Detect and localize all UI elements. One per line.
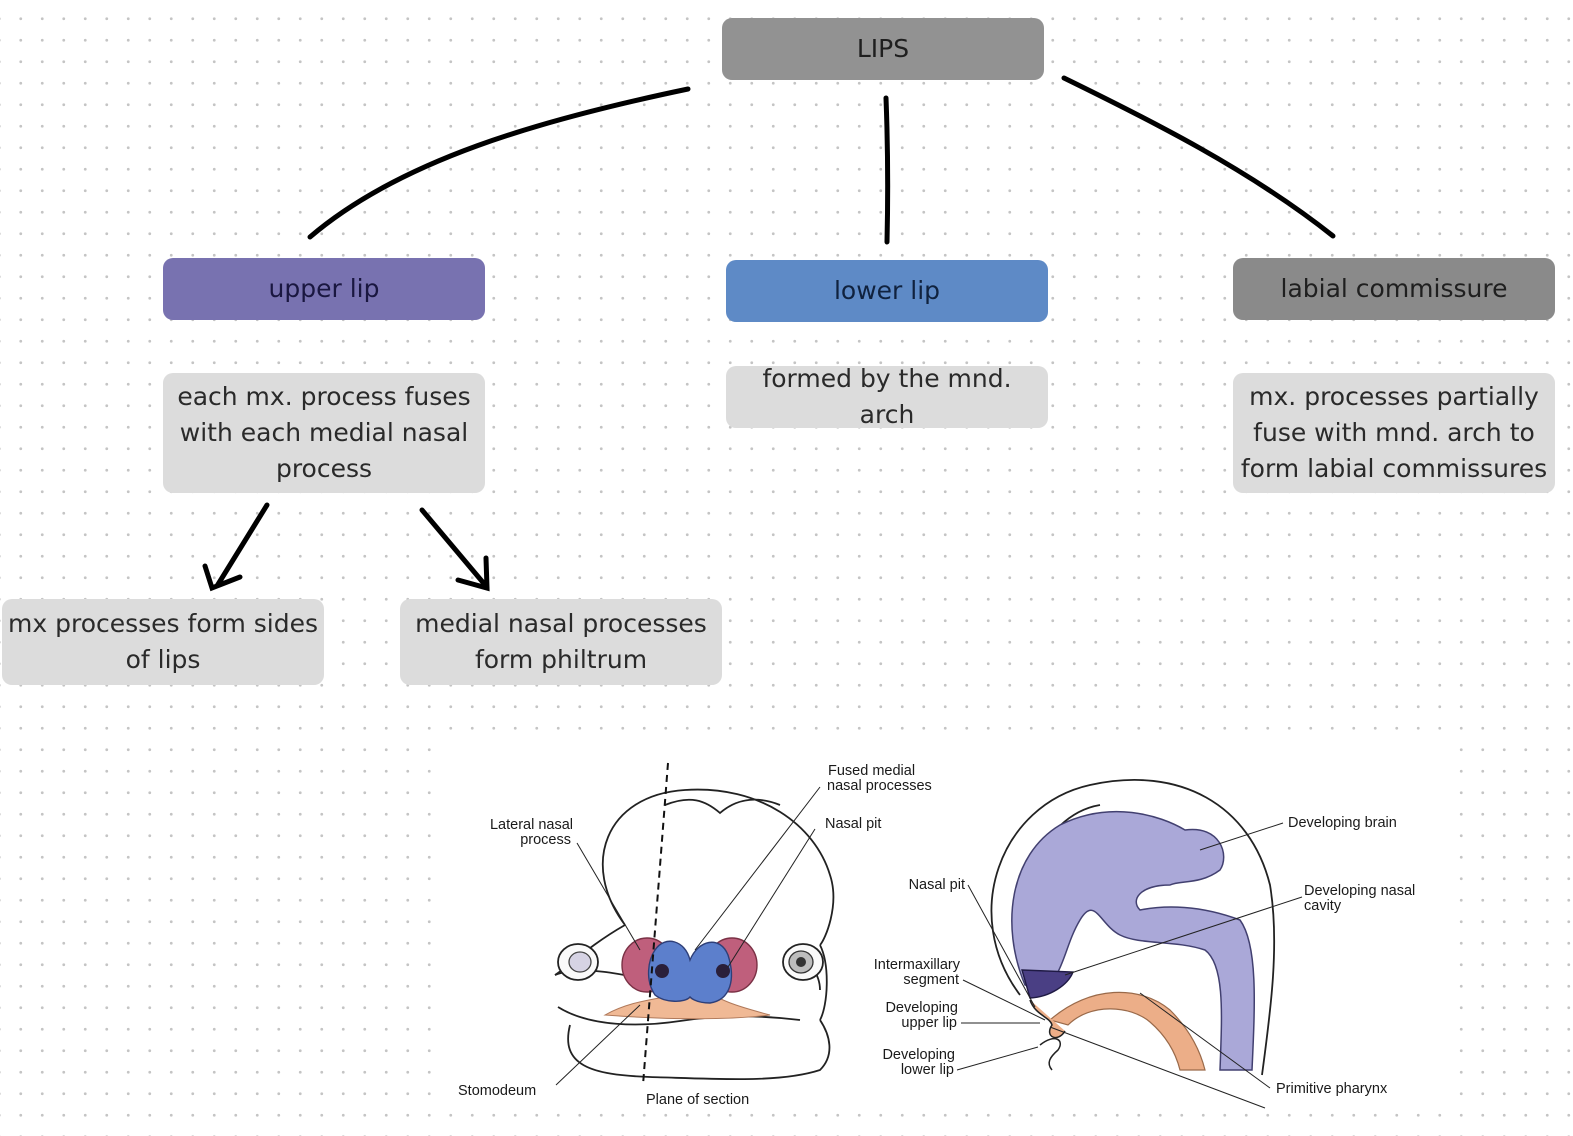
connector-root-labial-commissure bbox=[1061, 75, 1336, 239]
developing-brain bbox=[1011, 810, 1256, 1071]
label-developing-upper-lip: Developing bbox=[885, 1000, 958, 1016]
connector-root-lower-lip bbox=[883, 95, 891, 245]
nasal-pit-right bbox=[716, 964, 730, 978]
result-philtrum-text: medial nasal processes form philtrum bbox=[415, 609, 707, 674]
label-developing-lower-lip: Developing bbox=[882, 1047, 955, 1063]
note-lower-lip-text: formed by the mnd. arch bbox=[762, 364, 1012, 429]
root-label: LIPS bbox=[856, 34, 910, 63]
arrow-to-philtrum bbox=[419, 507, 490, 592]
developing-nasal-cavity bbox=[1021, 969, 1075, 999]
connector-root-upper-lip bbox=[307, 86, 691, 240]
label-nasal-pit-front: Nasal pit bbox=[825, 816, 881, 832]
label-plane-of-section: Plane of section bbox=[646, 1092, 749, 1108]
plane-of-section-line bbox=[642, 762, 669, 1086]
maxillary-region bbox=[603, 984, 771, 1020]
result-sides-of-lips: mx processes form sides of lips bbox=[2, 599, 324, 685]
label-fused-medial-2: nasal processes bbox=[827, 778, 932, 794]
label-developing-upper-lip-2: upper lip bbox=[901, 1015, 957, 1031]
label-intermaxillary-segment: Intermaxillary bbox=[874, 957, 961, 973]
fused-medial-nasal-processes bbox=[647, 940, 733, 1004]
branch-upper-lip-title: upper lip bbox=[268, 274, 380, 303]
branch-labial-commissure: labial commissure bbox=[1233, 258, 1555, 320]
note-upper-lip-text: each mx. process fuses with each medial … bbox=[177, 382, 471, 483]
nasal-pit-left bbox=[655, 964, 669, 978]
branch-lower-lip-title: lower lip bbox=[833, 276, 941, 305]
result-sides-of-lips-text: mx processes form sides of lips bbox=[8, 609, 318, 674]
note-lower-lip: formed by the mnd. arch bbox=[726, 364, 1048, 429]
connector-layer bbox=[202, 75, 1336, 592]
frontal-view-drawing bbox=[554, 788, 835, 1081]
primitive-pharynx bbox=[1048, 991, 1206, 1071]
note-labial-commissure-text: mx. processes partially fuse with mnd. a… bbox=[1240, 382, 1548, 483]
label-lateral-nasal-process: Lateral nasal bbox=[490, 817, 573, 833]
upper-lip-profile bbox=[1029, 999, 1066, 1039]
label-stomodeum: Stomodeum bbox=[458, 1083, 536, 1099]
note-labial-commissure: mx. processes partially fuse with mnd. a… bbox=[1233, 373, 1555, 493]
result-philtrum: medial nasal processes form philtrum bbox=[400, 599, 722, 685]
label-developing-lower-lip-2: lower lip bbox=[901, 1062, 954, 1078]
label-primitive-pharynx: Primitive pharynx bbox=[1276, 1081, 1388, 1097]
label-fused-medial: Fused medial bbox=[828, 763, 915, 779]
lower-lip-profile bbox=[1039, 1037, 1061, 1071]
branch-labial-commissure-title: labial commissure bbox=[1280, 274, 1508, 303]
sagittal-leader-lines bbox=[956, 822, 1303, 1109]
embryology-figure: Lateral nasal process Fused medial nasal… bbox=[440, 745, 1455, 1110]
branch-upper-lip: upper lip bbox=[163, 258, 485, 320]
label-lateral-nasal-process-2: process bbox=[520, 832, 571, 848]
embryology-illustration: Lateral nasal process Fused medial nasal… bbox=[458, 762, 1415, 1109]
eye-left bbox=[557, 943, 599, 981]
branch-lower-lip: lower lip bbox=[726, 260, 1048, 322]
note-upper-lip: each mx. process fuses with each medial … bbox=[163, 373, 485, 493]
root-node-lips: LIPS bbox=[722, 18, 1044, 80]
label-developing-nasal-cavity-2: cavity bbox=[1304, 898, 1342, 914]
frontal-leader-lines bbox=[555, 786, 821, 1086]
label-developing-nasal-cavity: Developing nasal bbox=[1304, 883, 1415, 899]
label-developing-brain: Developing brain bbox=[1288, 815, 1397, 831]
arrow-to-sides-of-lips bbox=[202, 502, 270, 592]
label-intermaxillary-segment-2: segment bbox=[903, 972, 959, 988]
label-nasal-pit-side: Nasal pit bbox=[909, 877, 965, 893]
eye-right bbox=[782, 943, 824, 981]
